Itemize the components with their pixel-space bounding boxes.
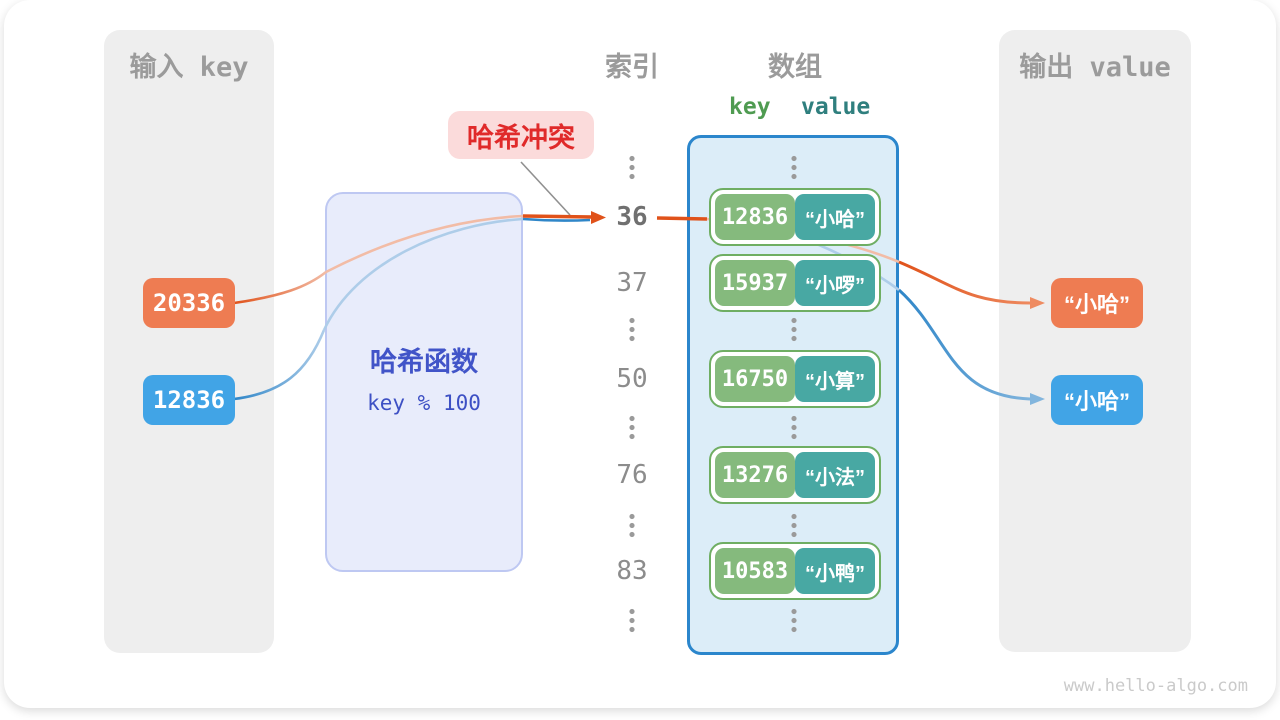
collision-connector-line [520, 161, 571, 216]
entry-value: “小法” [795, 452, 875, 498]
entry-key: 13276 [715, 452, 795, 498]
array-entry-36: 12836 “小哈” [709, 188, 881, 246]
entry-value: “小算” [795, 356, 875, 402]
index-83: 83 [616, 556, 648, 586]
value-column-label: value [801, 94, 871, 120]
array-entry-50: 16750 “小算” [709, 350, 881, 408]
entry-key: 12836 [715, 194, 795, 240]
arrow-to-index-blue [522, 217, 591, 222]
array-ellipsis [791, 316, 797, 342]
hash-function-formula: key % 100 [367, 391, 481, 415]
array-header: 数组 [768, 52, 822, 83]
index-ellipsis [629, 512, 635, 538]
index-36: 36 [616, 202, 648, 232]
array-ellipsis [791, 512, 797, 538]
array-entry-37: 15937 “小啰” [709, 254, 881, 312]
hash-function-box [325, 192, 523, 572]
input-key-20336: 20336 [143, 278, 235, 328]
index-header: 索引 [605, 52, 659, 83]
arrow-to-index-orange [522, 214, 593, 219]
watermark: www.hello-algo.com [1063, 676, 1248, 696]
array-ellipsis [791, 607, 797, 633]
entry-value: “小鸭” [795, 548, 875, 594]
array-ellipsis [791, 414, 797, 440]
array-entry-83: 10583 “小鸭” [709, 542, 881, 600]
entry-key: 16750 [715, 356, 795, 402]
array-entry-76: 13276 “小法” [709, 446, 881, 504]
entry-key: 10583 [715, 548, 795, 594]
entry-value: “小哈” [795, 194, 875, 240]
input-header: 输入 key [129, 52, 249, 83]
index-ellipsis [629, 607, 635, 633]
entry-key: 15937 [715, 260, 795, 306]
index-ellipsis [629, 316, 635, 342]
key-column-label: key [729, 94, 771, 120]
array-ellipsis [791, 154, 797, 180]
index-76: 76 [616, 460, 648, 490]
output-value-orange: “小哈” [1051, 278, 1143, 328]
output-value-blue: “小哈” [1051, 375, 1143, 425]
index-50: 50 [616, 364, 648, 394]
hash-collision-label: 哈希冲突 [448, 111, 594, 159]
output-panel [999, 30, 1191, 652]
entry-value: “小啰” [795, 260, 875, 306]
index-ellipsis [629, 414, 635, 440]
index-37: 37 [616, 268, 648, 298]
output-header: 输出 value [1019, 52, 1171, 83]
input-key-12836: 12836 [143, 375, 235, 425]
hash-function-title: 哈希函数 [370, 347, 478, 377]
input-panel [104, 30, 274, 653]
diagram-canvas: 输入 key 索引 数组 输出 value key value 哈希冲突 哈希函… [4, 0, 1276, 708]
index-ellipsis [629, 154, 635, 180]
